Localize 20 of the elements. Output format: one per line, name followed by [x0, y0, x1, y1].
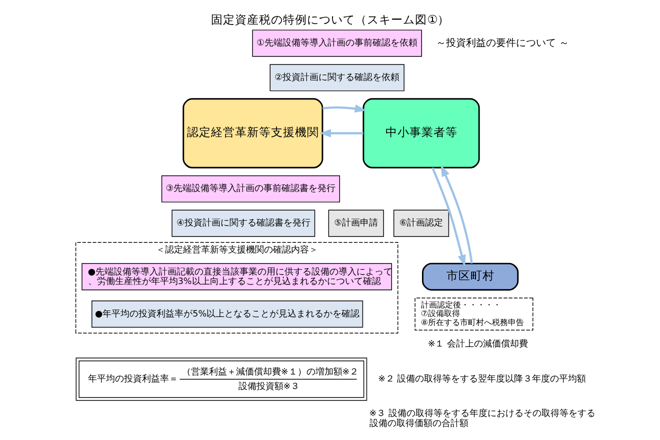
node-box: 市区町村 — [422, 262, 518, 291]
arrow — [440, 164, 472, 264]
node-box: ●年平均の投資利益率が5%以上となることが見込まれるかを確認 — [91, 300, 363, 328]
label: ～投資利益の要件について ～ — [435, 36, 569, 49]
node-box: ④投資計画に関する確認書を発行 — [171, 210, 315, 237]
node-box: ⑥計画認定 — [392, 210, 449, 237]
node-box: ●先端設備等導入計画記載の直接当該事業の用に供する設備の導入によって、労働生産性が年平均3%以上向上することが見込まれるかについて確認 — [81, 263, 392, 290]
arrow — [318, 129, 363, 138]
diagram-title: 固定資産税の特例について（スキーム図①） — [210, 12, 450, 26]
node-box: ②投資計画に関する確認を依頼 — [269, 64, 404, 92]
node-box: ⑤計画申請 — [328, 210, 384, 237]
label: ※３ 設備の取得等をする年度におけるその取得等をする設備の取得価額の合計額 — [368, 409, 595, 429]
label: ※２ 設備の取得等をする翌年度以降３年度の平均額 — [378, 374, 586, 384]
node-box: 認定経営革新等支援機関 — [182, 98, 323, 168]
node-box: 中小事業者等 — [362, 98, 480, 168]
node-box: ①先端設備等導入計画の事前確認を依頼 — [252, 30, 422, 57]
label: ※１ 会計上の減価償却費 — [427, 340, 528, 350]
node-box: ③先端設備等導入計画の事前確認書を発行 — [160, 175, 340, 202]
arrow — [431, 167, 466, 267]
arrow — [322, 104, 366, 113]
